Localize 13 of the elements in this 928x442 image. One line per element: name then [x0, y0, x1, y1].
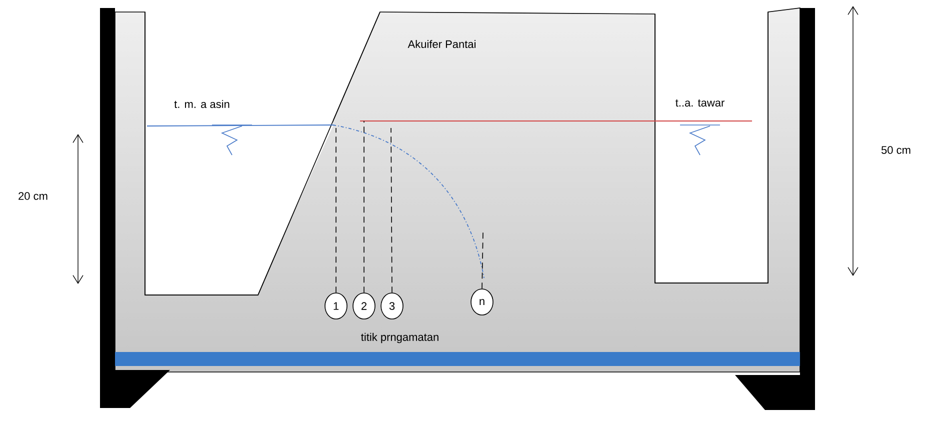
observation-point: 1	[324, 292, 348, 320]
text-label: Akuifer Pantai	[408, 40, 476, 48]
text-label: 50 cm	[881, 146, 910, 154]
observation-point: 2	[352, 292, 376, 320]
water-table-curve	[332, 124, 484, 278]
leader-line	[482, 232, 484, 289]
observation-point: n	[470, 288, 494, 316]
text-label: t. m. a asin	[174, 100, 230, 108]
leader-line	[390, 128, 392, 293]
text-label: t..a. tawar	[676, 99, 724, 107]
observation-point: 3	[380, 292, 404, 320]
text-label: 20 cm	[18, 192, 48, 200]
text-label: titik prngamatan	[361, 332, 438, 344]
